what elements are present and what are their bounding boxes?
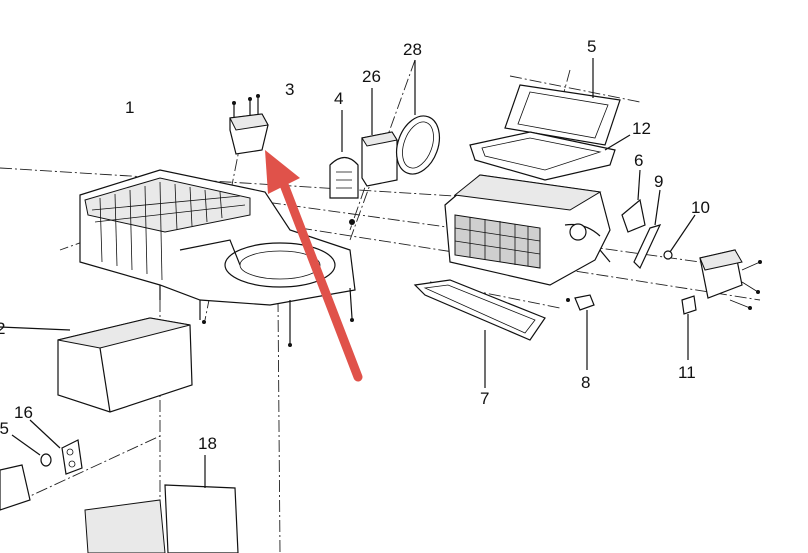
evaporator-housing	[444, 174, 611, 286]
part-8-fastener	[566, 294, 595, 370]
label-10: 10	[691, 198, 710, 217]
label-6: 6	[634, 151, 643, 170]
label-28: 28	[403, 40, 422, 59]
part-9-lever	[633, 189, 662, 270]
part-18-panel	[84, 455, 239, 553]
part-7-filter	[413, 279, 546, 388]
part-4-door	[329, 110, 359, 199]
part-2-duct	[0, 317, 193, 413]
label-1: 1	[125, 98, 134, 117]
label-11: 11	[678, 363, 696, 382]
label-3: 3	[285, 80, 294, 99]
part-26-block	[361, 88, 398, 187]
part-11-actuator	[681, 249, 762, 360]
label-12: 12	[632, 119, 651, 138]
label-8: 8	[581, 373, 590, 392]
part-15-16-hardware	[0, 419, 83, 511]
label-5: 5	[587, 37, 596, 56]
part-12-frame	[469, 131, 631, 181]
part-28-gasket	[395, 60, 441, 175]
label-18: 18	[198, 434, 217, 453]
part-labels: 1 2 3 4 5 6 7 8 9 10 11 12 15 16 18 26 2…	[0, 37, 710, 453]
red-pointer-arrow	[265, 150, 363, 382]
part-3-resistor	[229, 94, 269, 155]
label-9: 9	[654, 172, 663, 191]
evaporator-grid	[454, 214, 541, 269]
label-26: 26	[362, 67, 381, 86]
label-7: 7	[480, 389, 489, 408]
part-5-cover	[504, 58, 621, 146]
label-15: 15	[0, 419, 9, 438]
housing-grille	[91, 181, 246, 281]
label-4: 4	[334, 89, 343, 108]
label-2: 2	[0, 319, 5, 338]
part-10-clip	[663, 214, 696, 260]
label-16: 16	[14, 403, 33, 422]
part-6-bracket	[621, 169, 646, 233]
